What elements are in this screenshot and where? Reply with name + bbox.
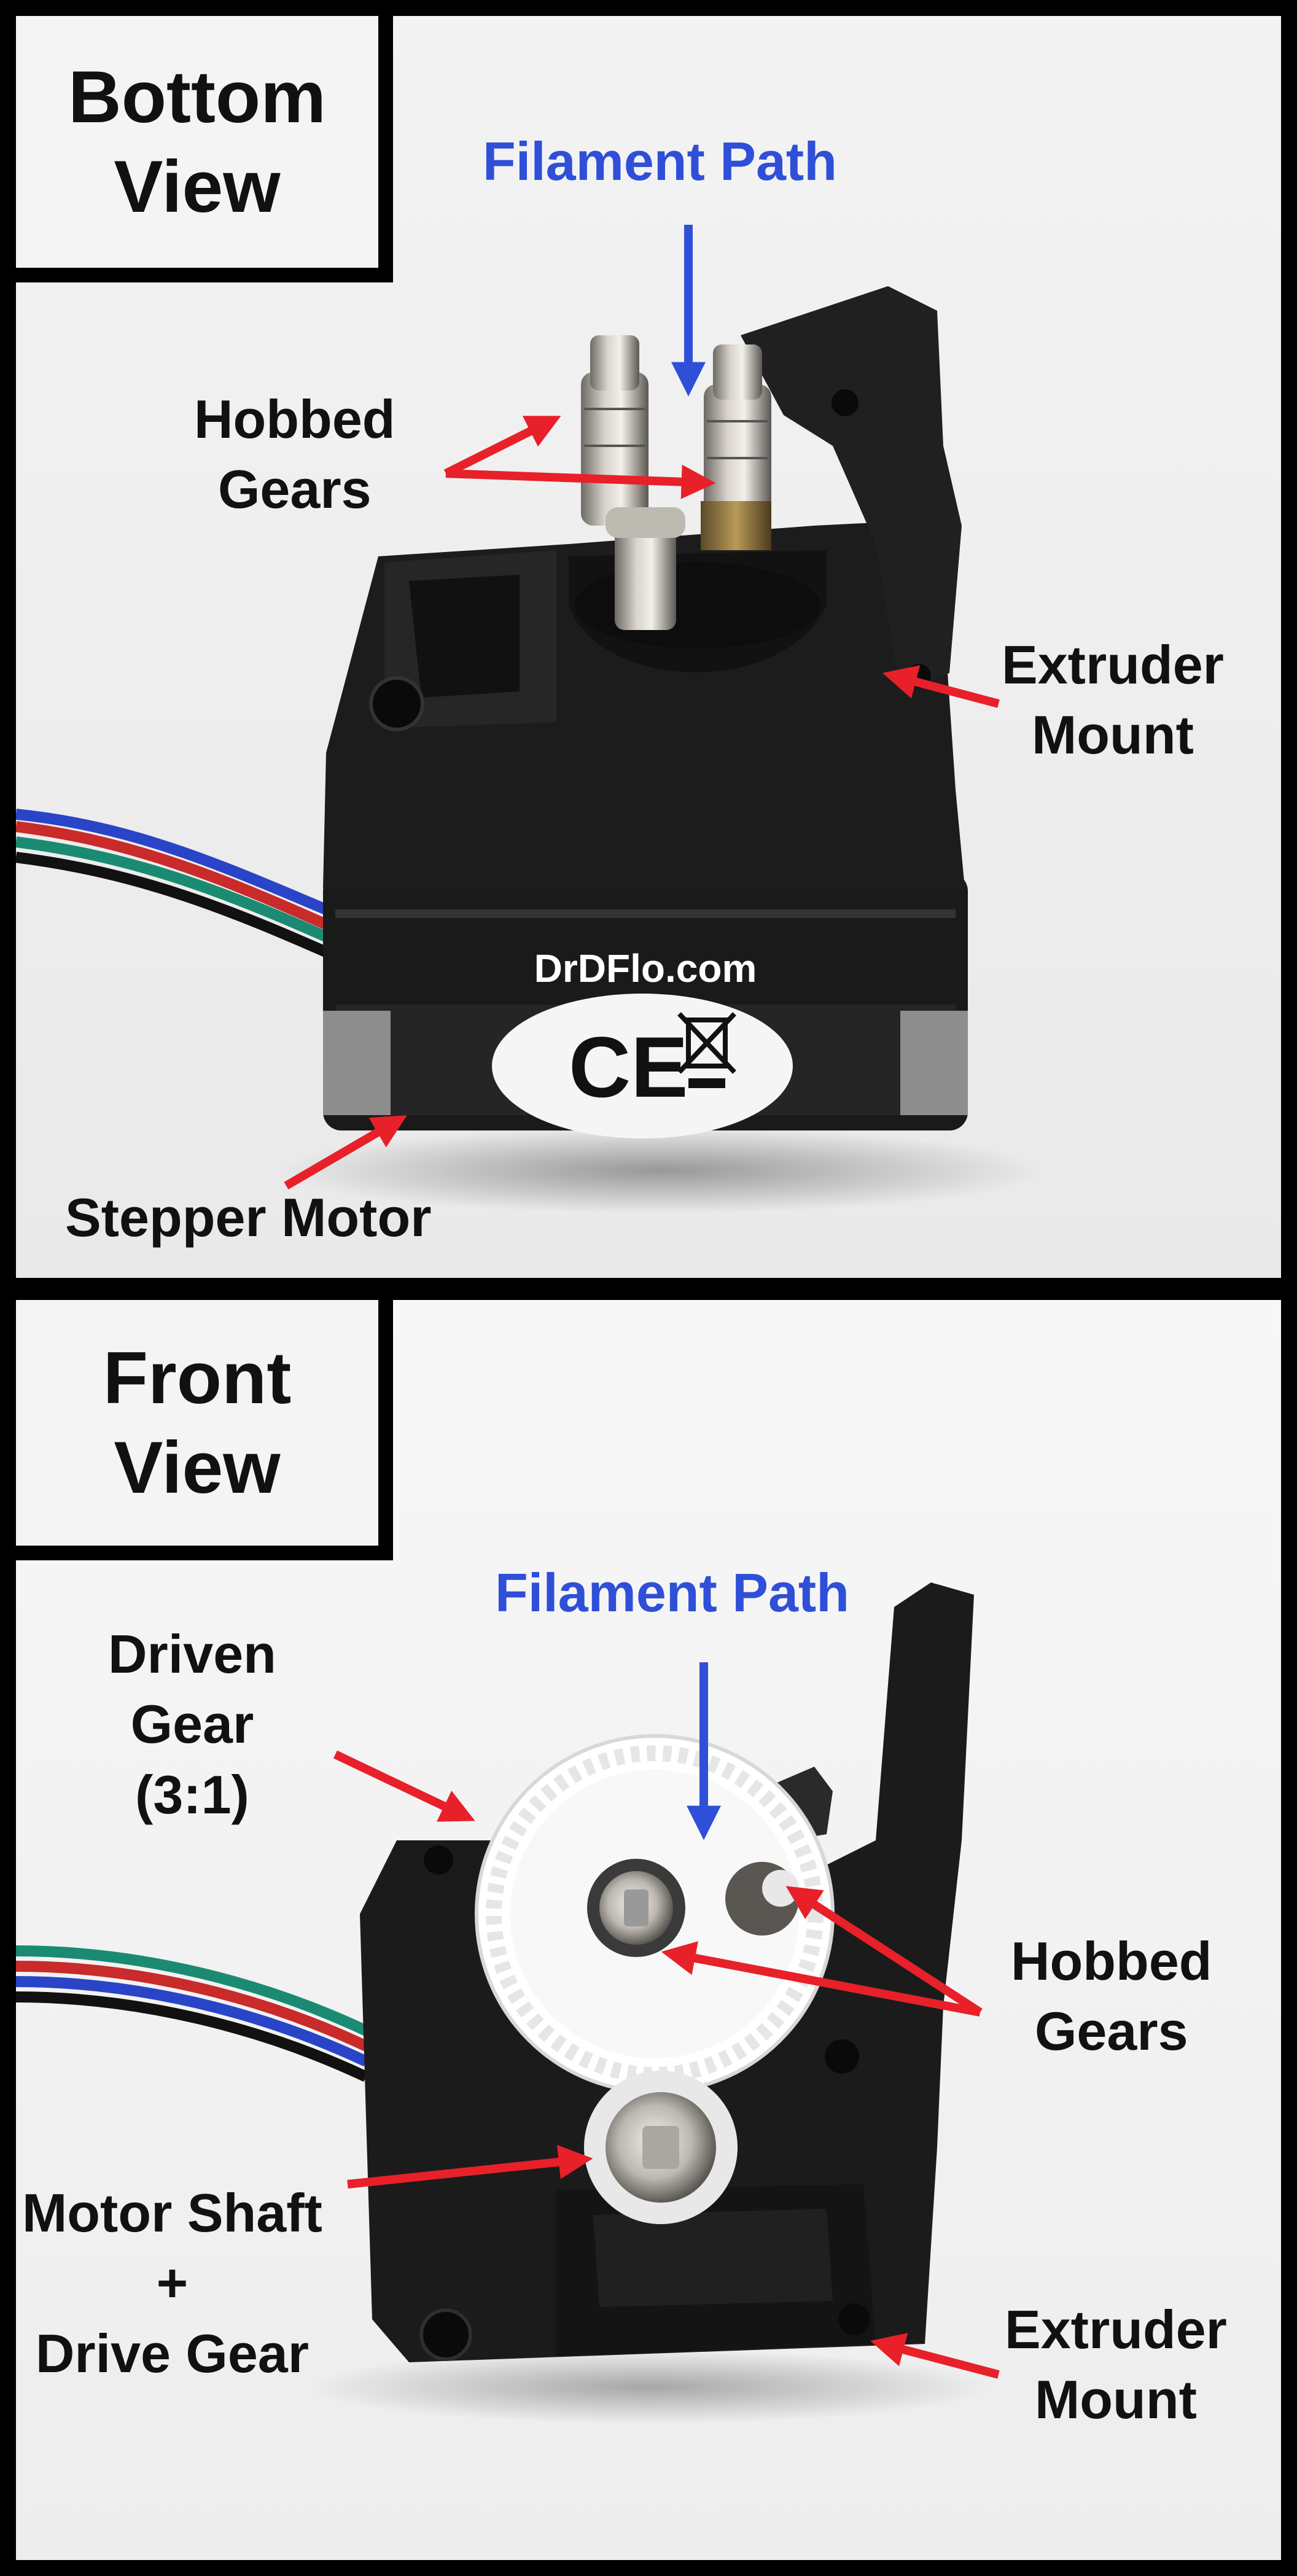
hobbed-gears-label: Hobbed Gears: [1011, 1931, 1212, 2062]
front-view-arrows: [333, 1662, 1000, 2379]
view-title-line-1: Front: [103, 1336, 292, 1419]
website-label: DrDFlo.com: [534, 946, 757, 990]
front-view-panel: Front View: [16, 1300, 1281, 2560]
motor-cable: [16, 809, 350, 967]
view-title-line-2: View: [114, 146, 281, 228]
bottom-view-arrows: [284, 225, 1000, 1190]
bottom-view-panel: Bottom View: [16, 16, 1281, 1278]
stepper-motor-arrow: [284, 1115, 407, 1190]
extruder-mount-arrow: [882, 665, 1000, 708]
extruder-mount-label: Extruder Mount: [1002, 634, 1224, 766]
ce-mark: CE: [569, 1019, 688, 1115]
hobbed-gears-label: Hobbed Gears: [194, 389, 395, 520]
motor-shaft-label: Motor Shaft + Drive Gear: [22, 2182, 322, 2384]
hobbed-gear-arrow-2: [445, 464, 716, 499]
stepper-motor-label: Stepper Motor: [65, 1187, 432, 1248]
view-title-line-2: View: [114, 1426, 281, 1509]
motor-cable: [16, 1945, 368, 2082]
filament-path-label: Filament Path: [495, 1562, 849, 1623]
filament-path-label: Filament Path: [483, 131, 837, 192]
stepper-motor: CE DrDFlo.com: [323, 873, 968, 1138]
hobbed-gears: [581, 335, 771, 630]
motor-shaft-arrow: [347, 2144, 593, 2189]
motor-shaft-drive-gear: [584, 2071, 738, 2224]
extruder-bottom-photo: CE DrDFlo.com: [16, 286, 1042, 1213]
extruder-mount-label: Extruder Mount: [1005, 2299, 1227, 2430]
front-view-title: Front View: [16, 1300, 393, 1560]
driven-gear-arrow: [333, 1750, 475, 1822]
bottom-view-title: Bottom View: [16, 16, 393, 282]
driven-gear-label: Driven Gear (3:1): [108, 1624, 276, 1825]
view-title-line-1: Bottom: [68, 55, 326, 138]
hobbed-gear-arrow-2: [661, 1941, 981, 2017]
hobbed-gear-arrow-1: [785, 1886, 983, 2016]
hobbed-gear-arrow-1: [443, 416, 561, 478]
extruder-mount-arrow: [870, 2333, 1000, 2379]
weee-bin-icon: [677, 1012, 736, 1074]
hobbed-gear-front: [587, 1859, 799, 1957]
